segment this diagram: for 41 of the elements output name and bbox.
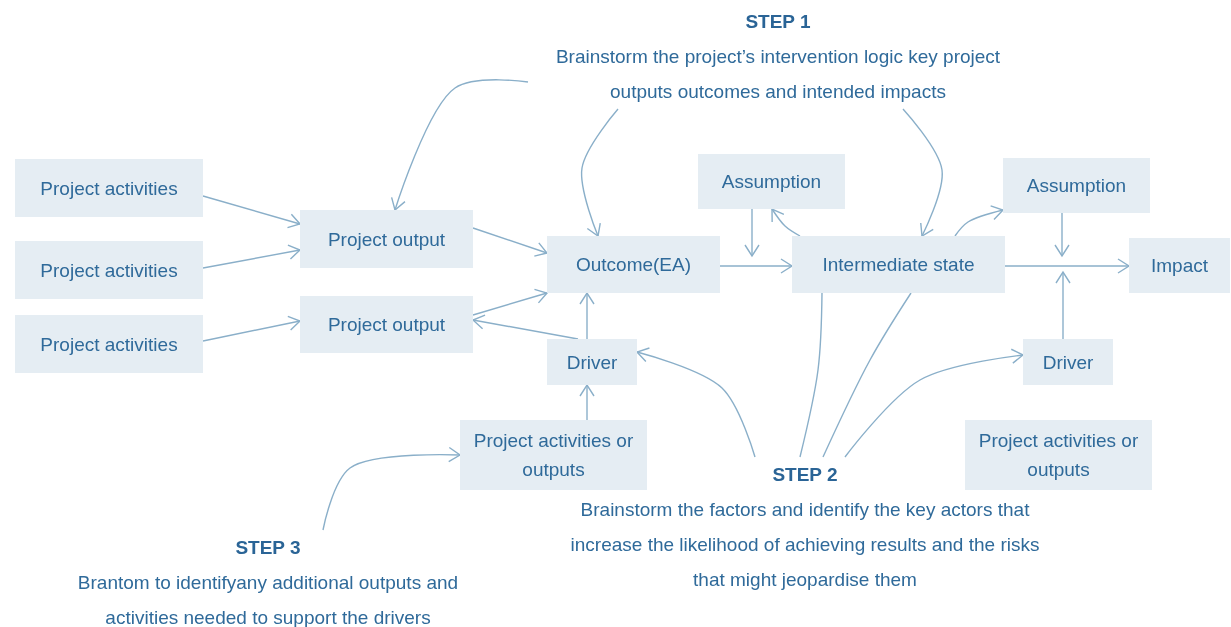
process-box: Assumption <box>698 154 845 209</box>
process-box: Project activities <box>15 159 203 217</box>
step-heading: STEP 3 <box>234 536 302 560</box>
process-box: Project activities <box>15 315 203 373</box>
connector-line <box>799 292 823 458</box>
arrow <box>1054 212 1070 257</box>
arrow <box>719 258 793 274</box>
process-box: Project output <box>300 210 473 268</box>
arrow <box>844 348 1024 458</box>
process-box: Project activities or outputs <box>460 420 647 490</box>
arrow <box>579 384 595 421</box>
step-description: Brainstorm the factors and identify the key actors that increase the likelihood of achieving results and the risks that might jeopardise them <box>569 498 1041 592</box>
arrow <box>744 208 760 257</box>
arrow <box>1055 271 1071 340</box>
arrow <box>472 288 548 316</box>
process-box: Assumption <box>1003 158 1150 213</box>
arrow <box>391 79 529 211</box>
process-box: Project output <box>300 296 473 353</box>
arrow <box>579 292 595 340</box>
process-box: Project activities <box>15 241 203 299</box>
arrow <box>954 205 1004 237</box>
arrow <box>902 108 943 237</box>
arrow <box>771 208 801 237</box>
arrow <box>472 227 548 257</box>
arrow <box>1004 258 1130 274</box>
connector-line <box>822 292 912 458</box>
arrow <box>322 446 461 531</box>
arrow <box>202 244 301 269</box>
arrow <box>472 314 579 340</box>
arrow <box>580 108 619 237</box>
process-box: Impact <box>1129 238 1230 293</box>
process-box: Outcome(EA) <box>547 236 720 293</box>
step-description: Brainstorm the project’s intervention logic key project outputs outcomes and intended impacts <box>554 45 1002 104</box>
process-box: Driver <box>1023 339 1113 385</box>
process-box: Intermediate state <box>792 236 1005 293</box>
process-box: Project activities or outputs <box>965 420 1152 490</box>
step-heading: STEP 1 <box>744 10 812 34</box>
arrow <box>636 347 756 458</box>
arrow <box>202 315 301 342</box>
arrow <box>202 195 301 229</box>
process-box: Driver <box>547 339 637 385</box>
